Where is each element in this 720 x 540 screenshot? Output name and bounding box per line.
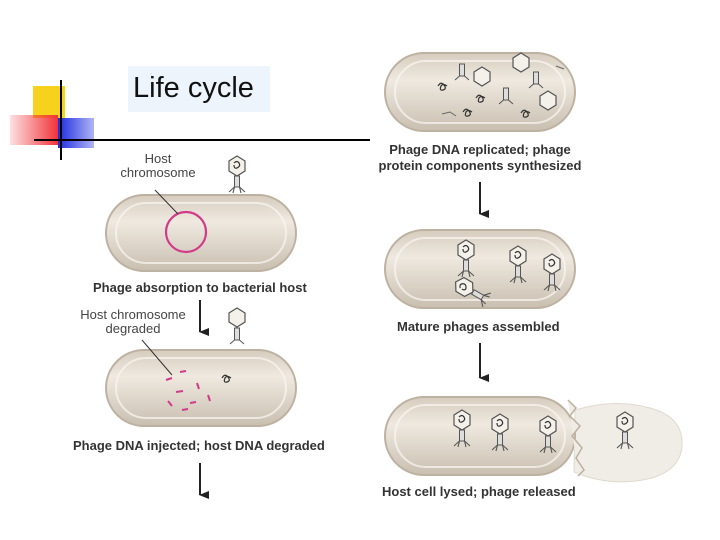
host-chromosome-label-line2: chromosome <box>120 165 196 180</box>
host-chromosome-label: Host chromosome <box>112 152 204 180</box>
accent-horizontal-line <box>34 139 370 141</box>
cell-assembly <box>384 229 576 309</box>
slide-title: Life cycle <box>133 72 254 104</box>
empty-phage-icon <box>228 307 246 345</box>
cell-lysis <box>384 396 683 483</box>
cell-injection <box>105 307 297 427</box>
attached-phage-icon <box>228 155 246 194</box>
caption-replication: Phage DNA replicated; phage protein comp… <box>372 142 588 174</box>
degraded-dna-fragments <box>165 370 211 411</box>
caption-lysis: Host cell lysed; phage released <box>382 484 576 499</box>
accent-yellow-square <box>33 86 65 118</box>
caption-replication-line1: Phage DNA replicated; phage <box>389 142 571 157</box>
title-box <box>128 66 270 112</box>
cell-absorption <box>105 155 297 272</box>
accent-blue-square <box>58 118 94 148</box>
caption-injection: Phage DNA injected; host DNA degraded <box>73 438 325 453</box>
host-chromosome-label-line1: Host <box>144 151 172 166</box>
host-chromosome-degraded-label: Host chromosome degraded <box>74 308 192 336</box>
lysed-membrane-edge <box>567 399 585 477</box>
accent-vertical-line <box>60 80 62 160</box>
released-contents-cloud <box>573 402 683 483</box>
degraded-label-line2: degraded <box>105 321 161 336</box>
host-chromosome-circle <box>164 210 208 254</box>
caption-absorption: Phage absorption to bacterial host <box>93 280 307 295</box>
caption-assembly: Mature phages assembled <box>397 319 560 334</box>
degraded-label-line1: Host chromosome <box>80 307 186 322</box>
caption-replication-line2: protein components synthesized <box>378 158 582 173</box>
cell-replication <box>384 52 576 132</box>
